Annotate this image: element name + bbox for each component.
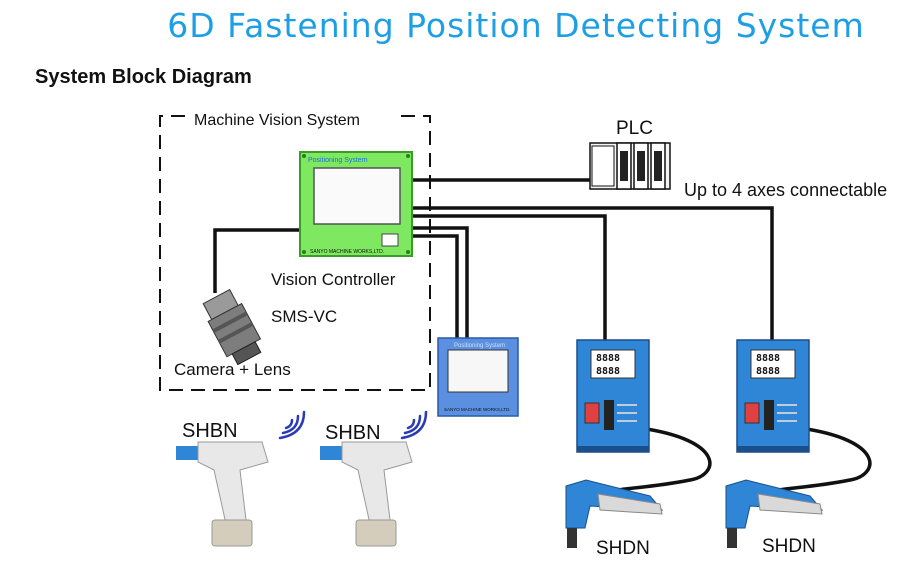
controller-screen-title: Positioning System	[308, 157, 368, 164]
monitor-brand: SANYO MACHINE WORKS,LTD.	[444, 407, 511, 412]
shbn-tool-1	[176, 441, 269, 547]
shdn-unit-2: 8888 8888	[736, 339, 810, 453]
cables	[213, 178, 872, 494]
machine-vision-boundary	[159, 115, 431, 391]
cable-controller-monitor-b	[412, 234, 459, 338]
wireless-icon	[400, 410, 428, 440]
cable-shdn-2-tool	[769, 426, 872, 494]
camera-lens	[202, 288, 262, 366]
shbn-tool-2	[320, 441, 413, 547]
shbn-label-1: SHBN	[182, 420, 238, 442]
shdn-unit-1: 8888 8888	[576, 339, 650, 453]
shdn-label-2: SHDN	[762, 536, 816, 557]
cable-controller-shdn-1	[412, 214, 607, 340]
shdn-tool-2	[725, 479, 824, 548]
controller-brand: SANYO MACHINE WORKS,LTD.	[310, 249, 384, 255]
model-label: SMS-VC	[271, 307, 338, 326]
camera-label: Camera + Lens	[174, 360, 291, 379]
svg-text:8888: 8888	[756, 366, 780, 377]
plc-label: PLC	[616, 118, 653, 139]
vision-controller-label: Vision Controller	[271, 270, 396, 289]
vision-controller: Positioning System SANYO MACHINE WORKS,L…	[299, 151, 413, 257]
section-subtitle: System Block Diagram	[35, 66, 252, 88]
svg-text:8888: 8888	[756, 353, 780, 364]
machine-vision-label: Machine Vision System	[194, 112, 360, 129]
cable-controller-camera	[213, 228, 300, 293]
cable-controller-axis-bus	[412, 206, 774, 340]
plc-unit	[589, 142, 671, 190]
monitor-screen-title: Positioning System	[454, 343, 505, 349]
shdn-tool-1	[565, 479, 664, 548]
cable-controller-monitor-a	[412, 226, 469, 338]
page-title: 6D Fastening Position Detecting System	[167, 6, 865, 45]
svg-text:8888: 8888	[596, 366, 620, 377]
cable-shdn-1-tool	[609, 426, 712, 494]
svg-text:8888: 8888	[596, 353, 620, 364]
axes-note: Up to 4 axes connectable	[684, 180, 888, 200]
shdn-label-1: SHDN	[596, 538, 650, 559]
shbn-label-2: SHBN	[325, 422, 381, 444]
wireless-icon	[278, 410, 306, 440]
positioning-monitor: Positioning System SANYO MACHINE WORKS,L…	[437, 337, 519, 417]
